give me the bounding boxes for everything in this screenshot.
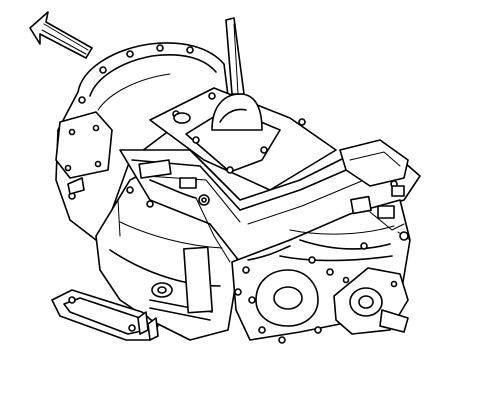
shift-tower	[149, 17, 337, 191]
output-yoke	[333, 267, 409, 335]
case-bolts	[234, 256, 316, 344]
shift-rail-bracket	[339, 139, 409, 197]
bell-housing	[55, 42, 229, 241]
main-case-ribs	[119, 149, 421, 263]
front-direction-arrow-icon	[29, 11, 93, 59]
wiring-harness	[117, 179, 291, 263]
transmission-mount	[51, 289, 159, 341]
